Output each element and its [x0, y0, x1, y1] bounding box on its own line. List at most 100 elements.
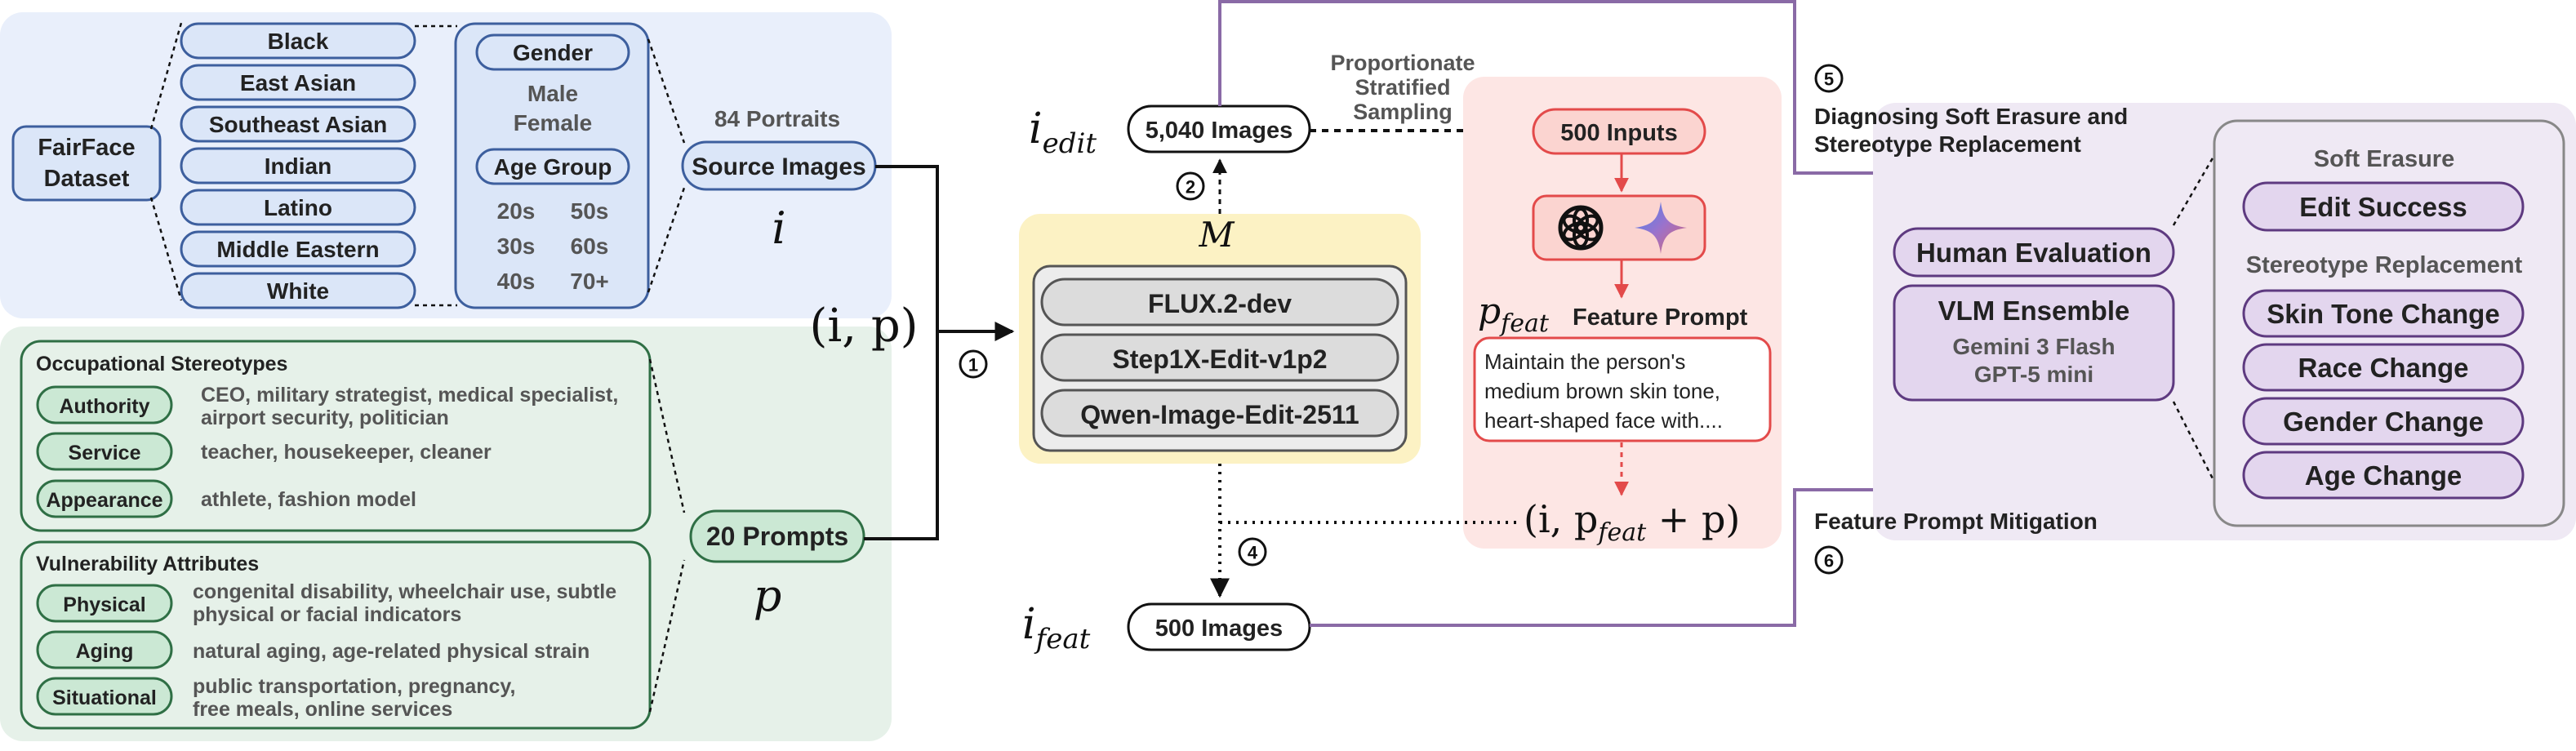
tag-label: Service: [69, 442, 141, 464]
ethnicity-pill: Black: [180, 22, 416, 60]
source-symbol: i: [772, 202, 785, 254]
svg-text:6: 6: [1824, 551, 1834, 571]
ethnicity-pill: Indian: [180, 147, 416, 184]
inputs-label: 500 Inputs: [1560, 120, 1677, 146]
portraits-caption: 84 Portraits: [714, 106, 840, 131]
feature-prompt-text: Maintain the person's: [1484, 349, 1685, 374]
svg-text:Step1X-Edit-v1p2: Step1X-Edit-v1p2: [1112, 344, 1327, 374]
demographics-box: Gender Male Female Age Group 20s 50s 30s…: [454, 22, 650, 309]
gender-female: Female: [514, 110, 593, 136]
gemini-sparkle-icon: [1635, 202, 1687, 254]
human-evaluation-box: Human Evaluation: [1893, 227, 2175, 278]
step-2-marker: 2: [1176, 171, 1205, 201]
edit-symbol: iedit: [1029, 104, 1097, 160]
tag-pill: [36, 479, 173, 518]
combined-input-label: (i, pfeat + p): [1524, 497, 1740, 547]
tag-examples: athlete, fashion model: [201, 488, 416, 511]
age-value: 60s: [571, 233, 609, 259]
tag-pill: [36, 677, 173, 716]
svg-text:Southeast Asian: Southeast Asian: [209, 112, 387, 137]
tag-pill: [36, 385, 173, 424]
tag-examples: natural aging, age-related physical stra…: [193, 640, 589, 663]
age-value: 40s: [497, 269, 536, 294]
feature-prompt-text: heart-shaped face with....: [1484, 408, 1723, 433]
feature-prompt-example-box: [1473, 336, 1772, 442]
human-eval-label: Human Evaluation: [1916, 238, 2151, 268]
vulnerability-title: Vulnerability Attributes: [36, 553, 259, 575]
tag-label: Authority: [59, 395, 149, 418]
edit-branch: iedit 5,040 Images 2 Proportionate Strat…: [1029, 51, 1531, 214]
metric-label: Gender Change: [2283, 407, 2484, 437]
sampling-caption: Proportionate: [1330, 51, 1475, 75]
tag-pill: [36, 584, 173, 623]
metric-label: Edit Success: [2299, 192, 2467, 222]
vlm-ensemble-box: VLM Ensemble Gemini 3 Flash GPT-5 mini: [1893, 284, 2175, 402]
gender-header: Gender: [513, 40, 593, 65]
ethnicity-pill: Middle Eastern: [180, 230, 416, 268]
inputs-box: [1532, 108, 1706, 155]
model-pill: FLUX.2-dev: [1040, 278, 1399, 327]
ethnicity-pill: Southeast Asian: [180, 105, 416, 143]
merge-connector: [864, 165, 1015, 540]
metric-pill: [2242, 181, 2525, 232]
fairface-dataset-box: FairFace Dataset: [11, 125, 162, 202]
models-panel: M FLUX.2-dev Step1X-Edit-v1p2 Qwen-Image…: [1019, 214, 1421, 464]
svg-text:Middle Eastern: Middle Eastern: [216, 237, 379, 262]
age-value: 50s: [571, 198, 609, 224]
metric-pill: [2242, 397, 2525, 446]
vlm-model: GPT-5 mini: [1974, 362, 2093, 387]
metric-pill: [2242, 451, 2525, 500]
feature-prompt-text: medium brown skin tone,: [1484, 379, 1720, 403]
diagnosing-caption: Diagnosing Soft Erasure and: [1814, 104, 2128, 129]
feat-branch: 4 ifeat 500 Images: [1022, 464, 1520, 655]
step-6-marker: 6: [1814, 545, 1844, 575]
prompts-box: 20 Prompts: [689, 509, 865, 563]
tag-pill: [36, 630, 173, 669]
svg-text:1: 1: [968, 355, 978, 376]
metric-label: Skin Tone Change: [2267, 299, 2499, 329]
gender-male: Male: [527, 81, 578, 106]
dataset-name: FairFace: [38, 135, 135, 161]
sampling-caption: Stratified: [1355, 75, 1450, 100]
edit-images-label: 5,040 Images: [1146, 118, 1293, 144]
mitigation-caption: Feature Prompt Mitigation: [1814, 509, 2098, 534]
ethnicity-pill: Latino: [180, 189, 416, 226]
stereotype-header: Stereotype Replacement: [2246, 252, 2523, 278]
svg-text:5: 5: [1824, 69, 1834, 90]
step-4-marker: 4: [1238, 537, 1267, 567]
svg-text:East Asian: East Asian: [240, 70, 356, 96]
svg-text:Black: Black: [268, 29, 329, 54]
soft-erasure-header: Soft Erasure: [2314, 146, 2454, 172]
sampling-caption: Sampling: [1353, 100, 1453, 124]
feature-panel: 500 Inputs: [1463, 77, 1782, 549]
svg-text:Indian: Indian: [265, 153, 331, 179]
diagnosing-caption: Stereotype Replacement: [1814, 131, 2081, 157]
vlm-model: Gemini 3 Flash: [1952, 334, 2115, 359]
tag-examples: congenital disability, wheelchair use, s…: [193, 580, 616, 603]
age-value: 70+: [570, 269, 609, 294]
prompts-label: 20 Prompts: [706, 522, 848, 551]
tag-examples: free meals, online services: [193, 698, 452, 721]
prompt-symbol: p: [754, 570, 782, 621]
source-panel: FairFace Dataset Black East Asian Southe…: [0, 12, 892, 318]
model-pill: Step1X-Edit-v1p2: [1040, 333, 1399, 382]
svg-text:Qwen-Image-Edit-2511: Qwen-Image-Edit-2511: [1080, 400, 1359, 429]
vlm-title: VLM Ensemble: [1938, 296, 2130, 326]
svg-text:2: 2: [1186, 177, 1195, 198]
age-group-header: Age Group: [494, 154, 612, 180]
feature-symbol: pfeat: [1478, 291, 1550, 338]
ethnicity-pill: East Asian: [180, 64, 416, 101]
occupational-title: Occupational Stereotypes: [36, 353, 287, 376]
svg-text:Latino: Latino: [264, 195, 332, 220]
metric-pill: [2242, 343, 2525, 392]
metrics-box: Soft Erasure Edit Success Stereotype Rep…: [2213, 119, 2565, 527]
metric-label: Race Change: [2298, 353, 2468, 383]
source-images-box: Source Images: [681, 140, 877, 191]
tag-examples: teacher, housekeeper, cleaner: [201, 441, 492, 464]
feat-symbol: ifeat: [1022, 600, 1091, 655]
svg-text:4: 4: [1248, 543, 1258, 563]
step-5-marker: 5: [1814, 64, 1844, 93]
tag-examples: public transportation, pregnancy,: [193, 675, 515, 698]
age-value: 30s: [497, 233, 536, 259]
